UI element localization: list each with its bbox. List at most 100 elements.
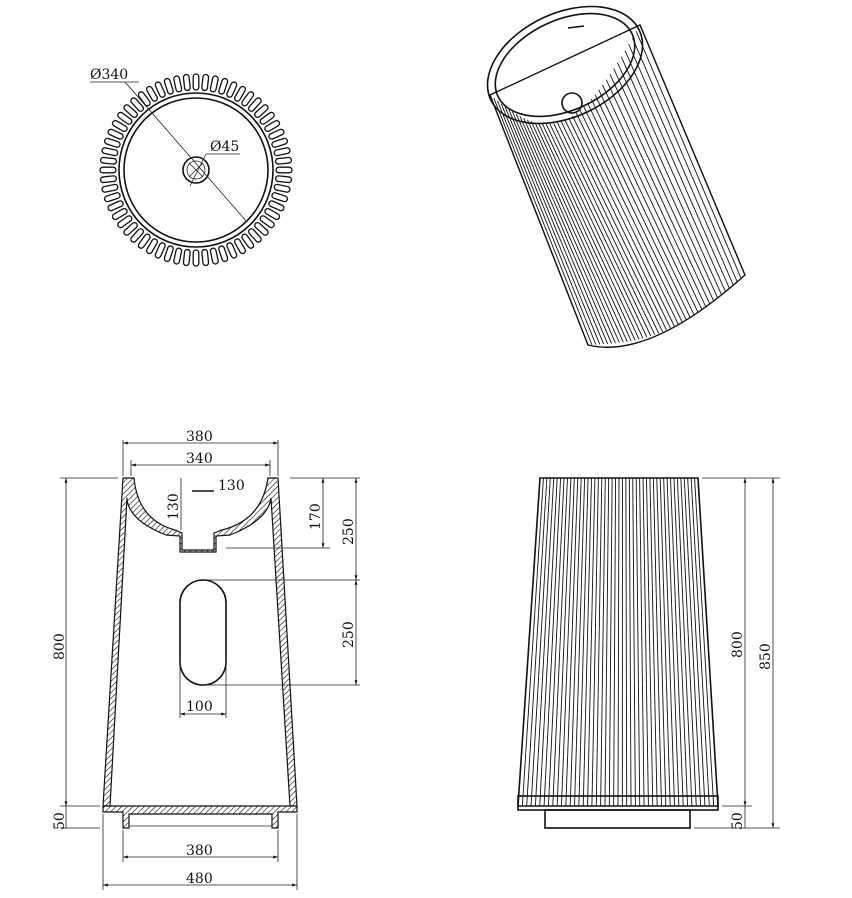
dim-label-130-slot: 130 [218, 478, 245, 494]
elevation-flute-line [680, 477, 697, 807]
flute [137, 91, 151, 107]
dim-label-380: 380 [186, 429, 213, 445]
elevation-flute-line [635, 477, 641, 807]
flute [259, 215, 275, 229]
flute [103, 137, 121, 148]
iso-flute-line [557, 122, 660, 334]
dim-label-170: 170 [308, 503, 324, 530]
isometric-flutes [489, 24, 746, 348]
dim-label-100: 100 [186, 699, 213, 715]
flute [274, 175, 293, 184]
elevation-flute-line [646, 477, 654, 807]
section-view: 380 340 800 50 130 130 170 250 250 100 3… [52, 429, 360, 890]
elevation-flute-line [595, 477, 603, 807]
elevation-flute-line [521, 477, 544, 807]
flute [130, 228, 145, 243]
elevation-flute-line [690, 477, 710, 807]
iso-flute-line [515, 113, 616, 344]
flute [264, 207, 281, 221]
elevation-flute-line [569, 477, 582, 807]
iso-rim-outer [486, 5, 644, 125]
iso-flute-line [572, 115, 675, 327]
flute [241, 233, 255, 249]
dim-label-250-top: 250 [341, 518, 357, 545]
flute [101, 183, 119, 193]
iso-flute-line [639, 24, 746, 276]
iso-flute-line [560, 121, 663, 332]
iso-flute-line [602, 84, 707, 307]
elevation-flute-line [591, 477, 599, 807]
iso-rim-inner [494, 12, 636, 118]
iso-flute-line [590, 98, 695, 315]
elevation-flute-line [561, 477, 575, 807]
flute [145, 238, 159, 255]
flute [107, 128, 124, 140]
basin-rim-inner [123, 97, 269, 243]
elevation-flute-line [587, 477, 596, 807]
elevation-flutes [517, 477, 719, 807]
iso-flute-line [553, 123, 656, 335]
flute [218, 77, 229, 95]
flute [259, 111, 275, 125]
iso-flute-line [549, 123, 652, 337]
elevation-flute-line [534, 477, 555, 807]
dim-label-elev-800: 800 [730, 631, 746, 658]
elevation-flute-line [600, 477, 606, 807]
flute [111, 119, 128, 133]
elevation-foot [544, 809, 691, 829]
flute [201, 73, 210, 92]
iso-body-outline [489, 24, 746, 348]
flute [154, 242, 166, 259]
elevation-flute-line [625, 477, 628, 807]
elevation-flute-line [663, 477, 675, 807]
iso-overflow [567, 25, 585, 29]
iso-flute-line [489, 94, 589, 346]
dim-label-800: 800 [52, 633, 68, 660]
elevation-flute-line [683, 477, 702, 807]
access-opening [179, 579, 227, 686]
flute [273, 147, 291, 157]
elevation-flute-line [565, 477, 579, 807]
flute [254, 221, 269, 236]
iso-flute-line [628, 44, 734, 286]
dim-label-480: 480 [186, 871, 213, 887]
iso-flute-line [500, 103, 601, 345]
flute [123, 221, 138, 236]
flute [103, 192, 121, 203]
isometric-view [486, 5, 746, 348]
iso-flute-line [568, 117, 671, 329]
flute [163, 77, 174, 95]
elevation-flute-line [649, 477, 658, 807]
top-view: Ø340 Ø45 [90, 67, 293, 267]
iso-flute-line [575, 112, 679, 325]
flute [226, 242, 238, 259]
flute [99, 166, 117, 174]
flute [117, 111, 133, 125]
top-view-flutes [99, 73, 293, 267]
flute [247, 97, 262, 112]
elevation-flute-line [608, 477, 613, 807]
iso-flute-line [587, 102, 691, 318]
iso-flute-line [613, 68, 718, 298]
elevation-flute-line [604, 477, 610, 807]
flute [209, 75, 219, 93]
basin-rim-outer [118, 92, 274, 248]
drain-diameter-label: Ø45 [210, 139, 239, 155]
iso-flute-line [497, 100, 597, 345]
dim-label-elev-50: 50 [730, 812, 746, 830]
elevation-flute-line [656, 477, 667, 807]
flute [107, 200, 124, 212]
iso-flute-line [579, 109, 683, 323]
flute [271, 137, 289, 148]
flute [182, 248, 191, 267]
elevation-flute-line [613, 477, 617, 807]
elevation-flute-line [642, 477, 649, 807]
flute [268, 200, 285, 212]
diameter-leader [124, 81, 248, 223]
flute [173, 247, 183, 265]
flute [247, 228, 262, 243]
flute [145, 85, 159, 102]
iso-flute-line [617, 62, 722, 295]
iso-flute-line [545, 123, 648, 338]
